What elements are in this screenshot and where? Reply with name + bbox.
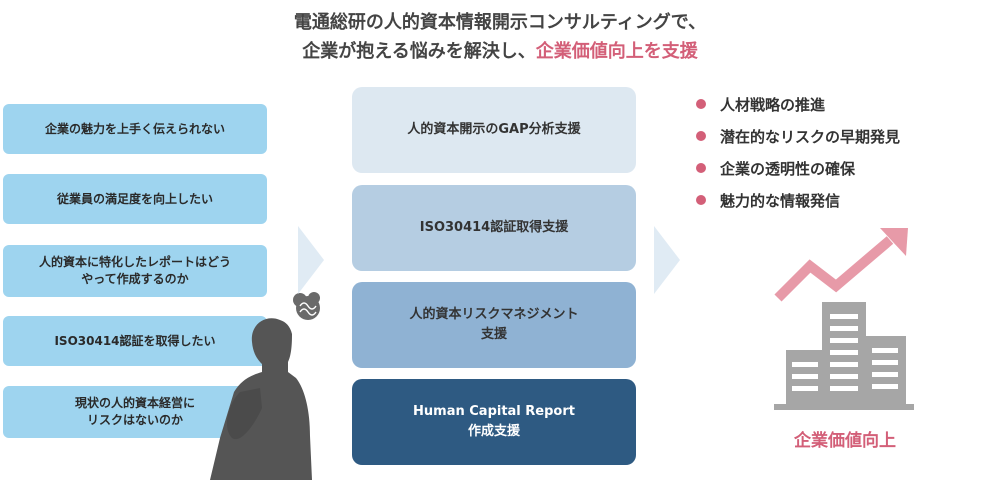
building-icon [774, 302, 914, 410]
bullet-dot-icon [696, 163, 706, 173]
benefits-list: 人材戦略の推進 潜在的なリスクの早期発見 企業の透明性の確保 魅力的な情報発信 [696, 88, 900, 216]
bullet-dot-icon [696, 99, 706, 109]
concern-3: 人的資本に特化したレポートはどうやって作成するのか [3, 245, 267, 297]
benefit-item: 魅力的な情報発信 [696, 184, 900, 216]
bullet-dot-icon [696, 195, 706, 205]
benefit-item: 人材戦略の推進 [696, 88, 900, 120]
headline-line-2: 企業が抱える悩みを解決し、企業価値向上を支援 [0, 37, 1000, 66]
concern-2: 従業員の満足度を向上したい [3, 174, 267, 224]
headline-line-1: 電通総研の人的資本情報開示コンサルティングで、 [293, 12, 707, 33]
benefit-text: 企業の透明性の確保 [720, 159, 856, 178]
headline-line-2-prefix: 企業が抱える悩みを解決し、 [302, 41, 536, 62]
person-silhouette-icon [210, 292, 320, 480]
growth-arrow-icon [774, 228, 908, 302]
chevron-right-icon [654, 226, 680, 294]
benefit-text: 魅力的な情報発信 [720, 191, 841, 210]
service-risk-management: 人的資本リスクマネジメント支援 [352, 282, 636, 368]
service-iso30414: ISO30414認証取得支援 [352, 185, 636, 271]
concern-1: 企業の魅力を上手く伝えられない [3, 104, 267, 154]
benefit-text: 人材戦略の推進 [720, 95, 826, 114]
outcome-label: 企業価値向上 [794, 431, 896, 451]
bullet-dot-icon [696, 131, 706, 141]
growth-illustration [774, 228, 914, 410]
benefit-item: 企業の透明性の確保 [696, 152, 900, 184]
headline-accent: 企業価値向上を支援 [535, 41, 698, 62]
benefit-item: 潜在的なリスクの早期発見 [696, 120, 900, 152]
worried-thought-icon [293, 292, 320, 320]
service-gap-analysis: 人的資本開示のGAP分析支援 [352, 87, 636, 173]
concern-4: ISO30414認証を取得したい [3, 316, 267, 366]
benefit-text: 潜在的なリスクの早期発見 [720, 127, 901, 146]
headline: 電通総研の人的資本情報開示コンサルティングで、 企業が抱える悩みを解決し、企業価… [0, 8, 1000, 66]
chevron-right-icon [298, 226, 324, 294]
